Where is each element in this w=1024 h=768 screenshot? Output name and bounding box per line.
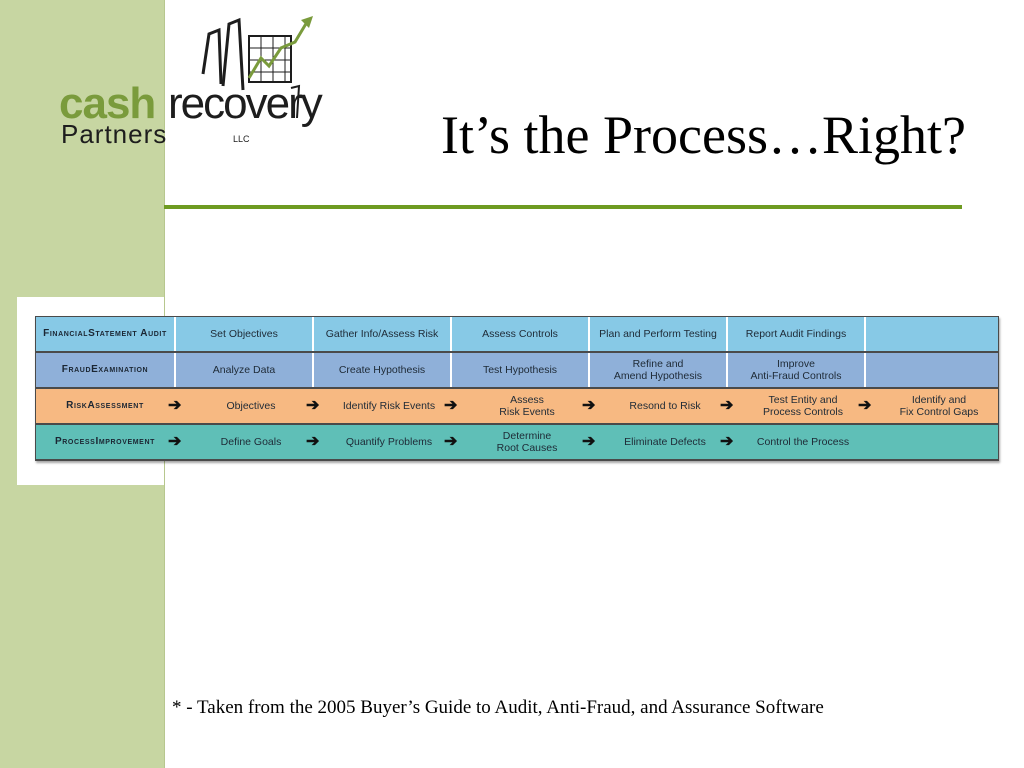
logo-llc-word: LLC — [233, 134, 250, 144]
diagram-step: ➔ Objectives — [168, 389, 312, 423]
building-chart-icon — [201, 16, 313, 119]
diagram-step — [864, 425, 998, 459]
right-arrow-icon: ➔ — [720, 433, 734, 450]
right-arrow-icon: ➔ — [858, 397, 872, 414]
diagram-step-text: Identify Risk Events — [342, 400, 436, 412]
logo-partners-word: Partners — [61, 119, 168, 149]
company-logo: cash recovery Partners LLC — [55, 14, 325, 159]
diagram-step: Analyze Data — [174, 353, 312, 387]
diagram-step — [864, 317, 998, 351]
right-arrow-icon: ➔ — [444, 433, 458, 450]
right-arrow-icon: ➔ — [720, 397, 734, 414]
right-arrow-icon: ➔ — [444, 397, 458, 414]
diagram-step-text: Assess Controls — [482, 328, 558, 340]
diagram-step: ➔ Quantify Problems — [306, 425, 450, 459]
diagram-step: Report Audit Findings — [726, 317, 864, 351]
diagram-step: Plan and Perform Testing — [588, 317, 726, 351]
right-arrow-icon: ➔ — [582, 397, 596, 414]
right-arrow-icon: ➔ — [306, 397, 320, 414]
diagram-step-text: Report Audit Findings — [745, 328, 847, 340]
diagram-step-text: Define Goals — [220, 436, 282, 448]
diagram-step-text: Quantify Problems — [345, 436, 433, 448]
footnote: * - Taken from the 2005 Buyer’s Guide to… — [172, 697, 824, 718]
diagram-step-text: Eliminate Defects — [624, 436, 706, 448]
diagram-step: ➔ Eliminate Defects — [582, 425, 726, 459]
row-label-line: Examination — [91, 364, 149, 375]
row-label-line: Risk — [66, 400, 88, 411]
diagram-step-text: Control the Process — [756, 436, 850, 448]
diagram-step: ➔ Resond to Risk — [582, 389, 726, 423]
logo-recovery-word: recovery — [168, 79, 323, 128]
slide-title: It’s the Process…Right? — [441, 105, 966, 165]
right-arrow-icon: ➔ — [168, 433, 182, 450]
diagram-step: Create Hypothesis — [312, 353, 450, 387]
diagram-step: Gather Info/Assess Risk — [312, 317, 450, 351]
title-divider — [164, 205, 962, 209]
right-arrow-icon: ➔ — [168, 397, 182, 414]
diagram-step: ➔ Control the Process — [720, 425, 864, 459]
diagram-step-text: Gather Info/Assess Risk — [325, 328, 439, 340]
diagram-step-text: Plan and Perform Testing — [599, 328, 717, 340]
row-label-line: Assessment — [87, 400, 144, 411]
row-label-line: Financial — [43, 328, 89, 339]
diagram-step: Set Objectives — [174, 317, 312, 351]
diagram-step-text: Create Hypothesis — [338, 364, 426, 376]
row-label-line: Improvement — [95, 436, 155, 447]
row-label-line: Process — [55, 436, 96, 447]
right-arrow-icon: ➔ — [306, 433, 320, 450]
diagram-step: Test Hypothesis — [450, 353, 588, 387]
diagram-step: ➔ Define Goals — [168, 425, 312, 459]
logo-cash-word: cash — [59, 79, 156, 128]
diagram-step: Assess Controls — [450, 317, 588, 351]
diagram-step-text: Analyze Data — [212, 364, 276, 376]
row-label-line: Statement Audit — [88, 328, 167, 339]
row-label-line: Fraud — [61, 364, 92, 375]
diagram-step-text: Test Hypothesis — [482, 364, 558, 376]
diagram-step-text: Objectives — [226, 400, 276, 412]
diagram-step — [864, 353, 998, 387]
diagram-step-text: Set Objectives — [210, 328, 278, 340]
right-arrow-icon: ➔ — [582, 433, 596, 450]
diagram-step: ➔ Identify Risk Events — [306, 389, 450, 423]
diagram-step-text: Resond to Risk — [629, 400, 701, 412]
